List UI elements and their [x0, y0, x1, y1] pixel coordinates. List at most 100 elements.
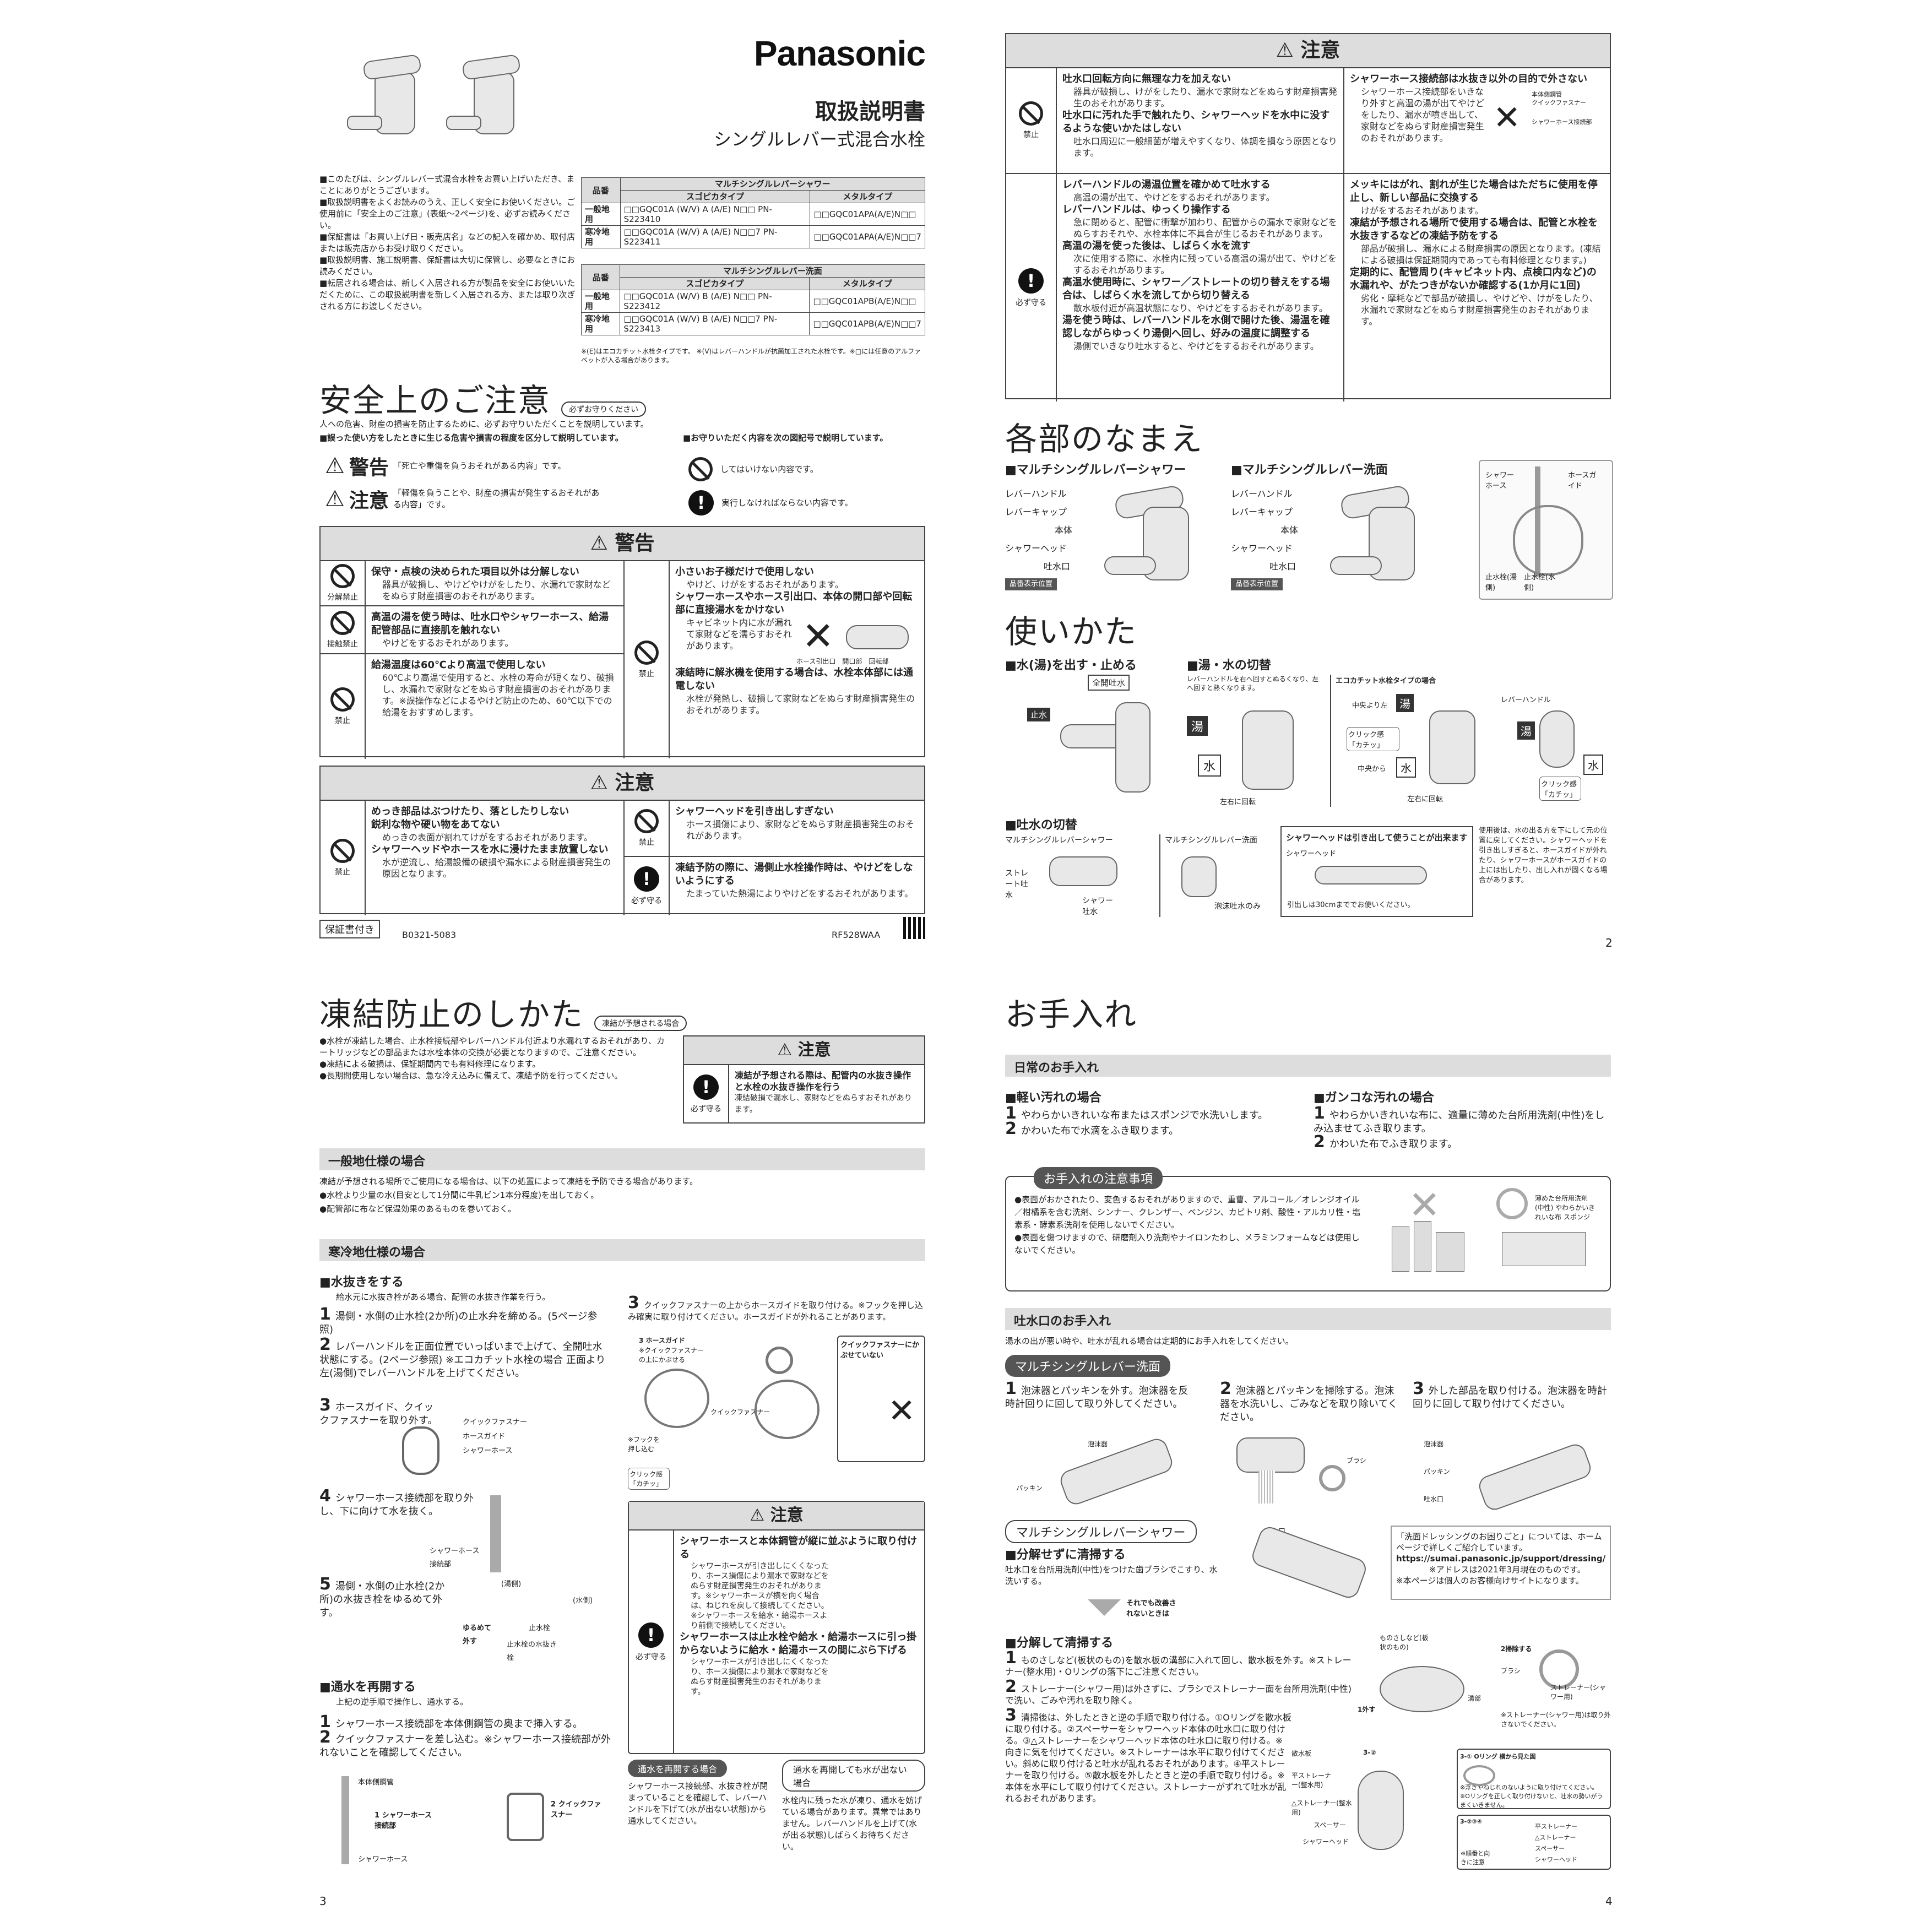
link-box: 「洗面ドレッシングのお困りごと」については、ホームページで詳しくご紹介しています…: [1391, 1526, 1611, 1600]
section-title: 各部のなまえ: [1005, 420, 1204, 458]
eco-figure: 中央より左 湯 クリック感「カチッ」 中央から 水 左右に回転 レバーハンドル …: [1336, 688, 1611, 810]
daily-title: 日常のお手入れ: [1005, 1055, 1611, 1077]
row-label: 一般地用: [581, 203, 621, 226]
caution-item: !必ず守る 凍結予防の際に、湯側止水栓操作時は、やけどをしないようにするたまって…: [625, 856, 924, 915]
page-subtitle: シングルレバー式混合水栓: [713, 129, 925, 150]
row-label: 一般地用: [580, 290, 621, 313]
restore-figure: 本体側鋼管 1 シャワーホース接続部 シャワーホース 2 クイックファスナー: [341, 1776, 611, 1864]
freeze-heading: 凍結防止のしかた 凍結が予想される場合: [319, 989, 687, 1035]
must-legend: ! 実行しなければならない内容です。: [688, 490, 853, 515]
notes-pill: お手入れの注意事項: [1034, 1167, 1163, 1189]
parts-diagram-basin: レバーハンドルレバーキャップ 本体シャワーヘッド 吐水口 品番表示位置: [1231, 484, 1440, 595]
shower-pill: マルチシングルレバーシャワー: [1005, 1520, 1197, 1543]
spec-col-label: 品番: [580, 264, 621, 290]
names-basin-title: ■マルチシングルレバー洗面: [1231, 463, 1388, 477]
caution-triangle-icon: ⚠: [325, 486, 345, 512]
warning-item: 接触禁止 高温の湯を使う時は、吐水口やシャワーホース、給湯配管部品に直接肌を触れ…: [321, 605, 623, 653]
basin-step3-figure: 泡沫器 パッキン 吐水口: [1424, 1437, 1605, 1513]
intro-item: ■取扱説明書、施工説明書、保証書は大切に保管し、必要なときにお読みください。: [319, 255, 576, 276]
nodis-text: 吐水口を台所用洗剤(中性)をつけた歯ブラシでこすり、水洗いする。: [1005, 1565, 1218, 1586]
row-label: 寒冷地用: [580, 312, 621, 335]
must-desc: 実行しなければならない内容です。: [721, 497, 853, 508]
caution-legend: ⚠ 注意 「軽傷を負うことや、財産の損害が発生するおそれがある内容」です。: [325, 485, 677, 513]
page-1: Panasonic 取扱説明書 シングルレバー式混合水栓 ■このたびは、シングル…: [319, 33, 926, 915]
caution-box-title: ⚠ 注意: [321, 767, 924, 801]
warning-left-col: 分解禁止 保守・点検の決められた項目以外は分解しない器具が破損し、やけどやけがを…: [321, 561, 625, 759]
nodis-arrow: それでも改善されないときは: [1088, 1597, 1181, 1618]
doc-code-left: B0321-5083: [402, 930, 457, 940]
hose-joint-figure: 本体側鋼管 クイックファスナー シャワーホース接続部: [1532, 91, 1592, 126]
spout-shower-figure: マルチシングルレバーシャワー ストレート吐水 シャワー吐水: [1005, 834, 1154, 917]
warning-word: 警告: [349, 457, 389, 479]
spec-table-basin: 品番 マルチシングルレバー洗面 スゴピカタイプ メタルタイプ 一般地用 □□GQ…: [580, 264, 925, 335]
warning-right-col: 禁止 小さいお子様だけで使用しないやけど、けがをするおそれがあります。 シャワー…: [625, 561, 924, 758]
brand-logo: Panasonic: [753, 34, 926, 73]
caution-word: 注意: [349, 490, 389, 512]
caution-desc: 「軽傷を負うことや、財産の損害が発生するおそれがある内容」です。: [393, 488, 600, 509]
drain-title: ■水抜きをする: [319, 1276, 404, 1289]
spec-h2: メタルタイプ: [810, 190, 925, 203]
heavy-title: ■ガンコな汚れの場合: [1314, 1091, 1434, 1105]
model-label: 品番表示位置: [1231, 578, 1283, 590]
warning-box-title: ⚠ 警告: [321, 527, 924, 561]
restore-title: ■通水を再開する: [319, 1680, 416, 1694]
cell: □□GQC01APB(A/E)N□□: [809, 290, 925, 313]
intro-item: ■取扱説明書をよくお読みのうえ、正しく安全にお使いください。ご使用前に「安全上の…: [319, 197, 576, 230]
sub32-box: 3-②③④ 平ストレーナー△ストレーナー スペーサーシャワーヘッド ※順番と向き…: [1457, 1815, 1611, 1870]
warning-item: 分解禁止 保守・点検の決められた項目以外は分解しない器具が破損し、やけどやけがを…: [321, 561, 623, 605]
general-bul: ●配管部に布など保温効果のあるものを巻いておく。: [319, 1204, 517, 1214]
warning-desc: 「死亡や重傷を負うおそれがある内容」です。: [393, 460, 566, 471]
section-title: 凍結防止のしかた: [319, 996, 584, 1033]
qr-code-icon: [903, 917, 925, 939]
cross-mark-icon: ✕: [1493, 99, 1521, 137]
table-row: 寒冷地用 □□GQC01A (W/V) A (A/E) N□□7 PN-S223…: [581, 225, 925, 248]
pull-box: シャワーヘッドは引き出して使うことが出来ます シャワーヘッド 引出しは30cmま…: [1280, 826, 1473, 917]
cell: □□GQC01A (W/V) B (A/E) N□□ PN-S223412: [620, 290, 810, 313]
table-row: 寒冷地用 □□GQC01A (W/V) B (A/E) N□□7 PN-S223…: [580, 312, 925, 335]
must-do-icon: !: [638, 1622, 664, 1648]
caution-box: ⚠ 注意 禁止 めっき部品はぶつけたり、落としたりしない 鋭利な物や硬い物をあて…: [319, 766, 925, 915]
warning-box: ⚠ 警告 分解禁止 保守・点検の決められた項目以外は分解しない器具が破損し、やけ…: [319, 526, 925, 759]
dis-figure-top: ものさしなど(板状のもの) 1外す 溝部 2掃除する ブラシ ストレーナー(シャ…: [1358, 1634, 1611, 1728]
safety-left-head: ■誤った使い方をしたときに生じる危害や損害の程度を区分して説明しています。: [319, 433, 623, 443]
ng-cleaners-figure: ✕: [1386, 1182, 1474, 1282]
pipe-diagram: シャワーホース ホースガイド 止水栓(湯側) 止水栓(水側): [1479, 460, 1613, 600]
cold-label: 水: [1198, 755, 1222, 777]
hose-caution-box: ⚠ 注意 !必ず守る シャワーホースと本体鋼管が縦に並ぶように取り付ける シャワ…: [628, 1501, 925, 1754]
support-link[interactable]: https://sumai.panasonic.jp/support/dress…: [1396, 1554, 1606, 1564]
cross-mark-icon: ✕: [802, 614, 834, 659]
caution-box-title: ⚠ 注意: [1006, 34, 1610, 68]
intro-list: ■このたびは、シングルレバー式混合水栓をお買い上げいただき、まことにありがとうご…: [319, 173, 576, 312]
spout-intro: 湯水の出が悪い時や、吐水が乱れる場合は定期的にお手入れをしてください。: [1005, 1336, 1294, 1346]
usage-water-title: ■水(湯)を出す・止める: [1005, 659, 1137, 672]
general-title: 一般地仕様の場合: [319, 1148, 925, 1170]
prohibit-icon: [1019, 101, 1043, 126]
down-arrow-icon: [1088, 1599, 1121, 1616]
care-notes-box: お手入れの注意事項 ●表面がおかされたり、変色するおそれがありますので、重曹、ア…: [1005, 1167, 1611, 1291]
prohibit-icon: [688, 457, 713, 481]
eco-note: エコカチット水栓タイプの場合: [1336, 677, 1436, 685]
names-shower-title: ■マルチシングルレバーシャワー: [1005, 463, 1186, 477]
warning-legend: ⚠ 警告 「死亡や重傷を負うおそれがある内容」です。: [325, 452, 566, 480]
spout-switch-title: ■吐水の切替: [1005, 818, 1077, 832]
page-number: 2: [1605, 936, 1613, 949]
dis-figure-bottom: 散水板 平ストレーナー(整水用) △ストレーナー(整水用) スペーサー シャワー…: [1291, 1749, 1424, 1870]
ok-mark-icon: [766, 1347, 793, 1374]
cell: □□GQC01APB(A/E)N□□7: [809, 312, 925, 335]
section-title: 安全上のご注意: [319, 382, 551, 419]
caution-item: 禁止 シャワーヘッドを引き出しすぎないホース損傷により、家財などをぬらす財産損害…: [625, 801, 924, 856]
intro-item: ■保証書は「お買い上げ日・販売店名」などの記入を確かめ、取付店または販売店からお…: [319, 232, 576, 253]
